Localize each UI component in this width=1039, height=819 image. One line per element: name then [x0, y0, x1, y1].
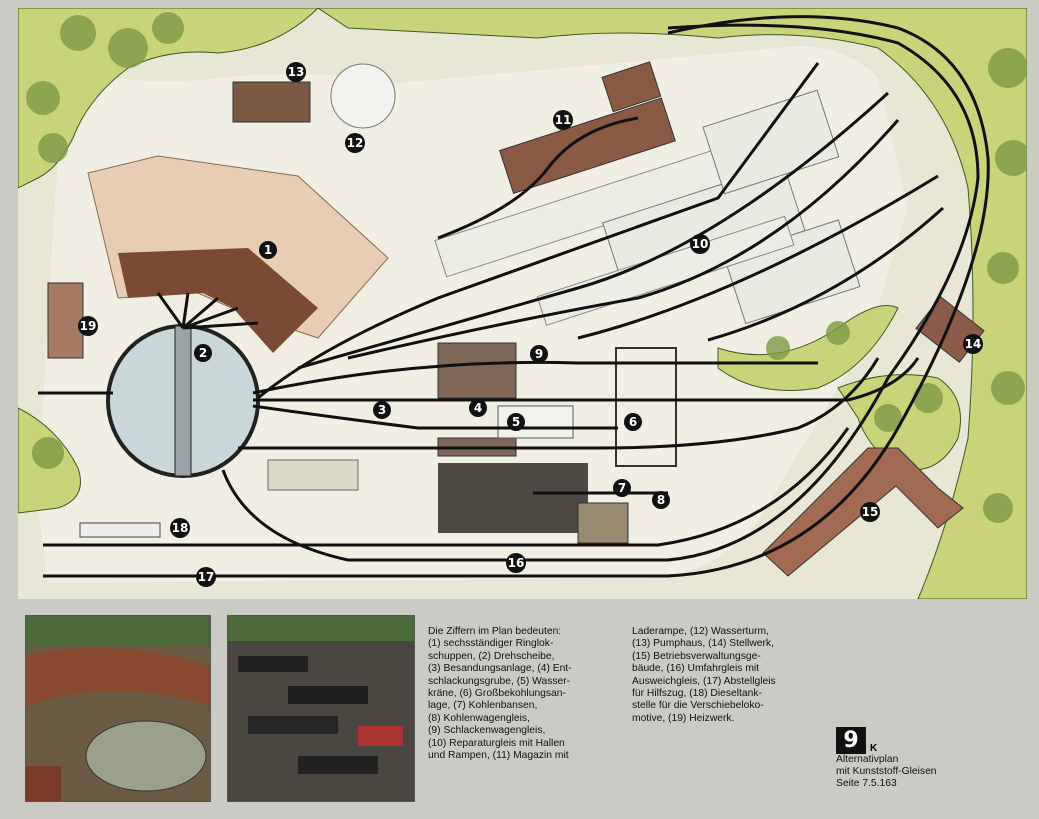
turntable-spurs: [156, 292, 259, 330]
catalog-number: 9: [836, 727, 866, 754]
label-4: 4: [469, 399, 487, 417]
water-tower: [330, 63, 396, 129]
track-9: [252, 360, 818, 395]
diesel-station: [79, 522, 161, 538]
track-repair-1: [297, 91, 890, 370]
label-8: 8: [652, 491, 670, 509]
label-7: 7: [613, 479, 631, 497]
catalog-letter: K: [870, 743, 878, 754]
vegetation-middle: [717, 305, 899, 391]
svg-text:12: 12: [347, 136, 364, 150]
roundhouse-brick: [118, 248, 318, 353]
svg-text:9: 9: [535, 347, 543, 361]
pumphouse-building: [232, 81, 311, 123]
svg-text:4: 4: [474, 401, 482, 415]
legend-column-1: Die Ziffern im Plan bedeuten: (1) sechss…: [428, 626, 572, 762]
svg-text:14: 14: [965, 337, 982, 351]
svg-text:5: 5: [512, 415, 520, 429]
svg-text:17: 17: [198, 570, 215, 584]
tracks: [38, 15, 990, 578]
catalog-page: Seite 7.5.163: [836, 778, 897, 790]
track-3: [252, 404, 618, 430]
catalog-title: Alternativplan: [836, 754, 899, 765]
track-18: [43, 427, 850, 547]
svg-text:8: 8: [657, 493, 665, 507]
turntable-bridge: [174, 325, 192, 477]
label-17: 17: [196, 567, 216, 587]
locomotives-photo: [227, 615, 415, 802]
label-2: 2: [194, 344, 212, 362]
track-16: [221, 23, 980, 562]
svg-text:15: 15: [862, 505, 879, 519]
label-11: 11: [553, 110, 573, 130]
track-repair-3: [577, 174, 939, 340]
label-13: 13: [286, 62, 306, 82]
track-plan: 1 2 3 4 5 6 7 8 9 10 11 12 13 14 15 16 1…: [18, 8, 1027, 599]
track-through: [253, 357, 920, 402]
label-1: 1: [259, 241, 277, 259]
plan-labels: 1 2 3 4 5 6 7 8 9 10 11 12 13 14 15 16 1…: [78, 62, 983, 587]
svg-text:19: 19: [80, 319, 97, 333]
roundhouse-photo: [25, 615, 211, 802]
label-12: 12: [345, 133, 365, 153]
svg-text:7: 7: [618, 481, 626, 495]
svg-text:3: 3: [378, 403, 386, 417]
catalog-subtitle: mit Kunststoff-Gleisen: [836, 766, 937, 778]
sand-store: [267, 459, 359, 491]
ash-pit: [437, 342, 517, 399]
label-19: 19: [78, 316, 98, 336]
track-repair-4: [707, 206, 945, 342]
label-10: 10: [690, 234, 710, 254]
svg-text:16: 16: [508, 556, 525, 570]
label-15: 15: [860, 502, 880, 522]
svg-text:13: 13: [288, 65, 305, 79]
label-3: 3: [373, 401, 391, 419]
tree-clumps: [26, 12, 1027, 523]
label-14: 14: [963, 334, 983, 354]
track-repair-2: [347, 119, 900, 360]
track-ash: [238, 357, 880, 450]
svg-text:2: 2: [199, 346, 207, 360]
svg-text:1: 1: [264, 243, 272, 257]
heating-plant: [47, 282, 84, 359]
coal-loader: [577, 502, 629, 544]
label-18: 18: [170, 518, 190, 538]
svg-text:11: 11: [555, 113, 572, 127]
label-9: 9: [530, 345, 548, 363]
svg-text:6: 6: [629, 415, 637, 429]
label-16: 16: [506, 553, 526, 573]
coaling-plant: [615, 347, 677, 467]
label-6: 6: [624, 413, 642, 431]
svg-text:18: 18: [172, 521, 189, 535]
magazine-building: [499, 61, 676, 195]
label-5: 5: [507, 413, 525, 431]
track-crane: [437, 116, 639, 240]
track-17: [43, 15, 990, 578]
svg-text:10: 10: [692, 237, 709, 251]
roundhouse: [87, 155, 389, 353]
track-magazine: [257, 62, 820, 400]
coal-bunker: [438, 463, 588, 533]
repair-halls: [434, 89, 861, 326]
legend-column-2: Laderampe, (12) Wasserturm, (13) Pumphau…: [632, 626, 776, 724]
